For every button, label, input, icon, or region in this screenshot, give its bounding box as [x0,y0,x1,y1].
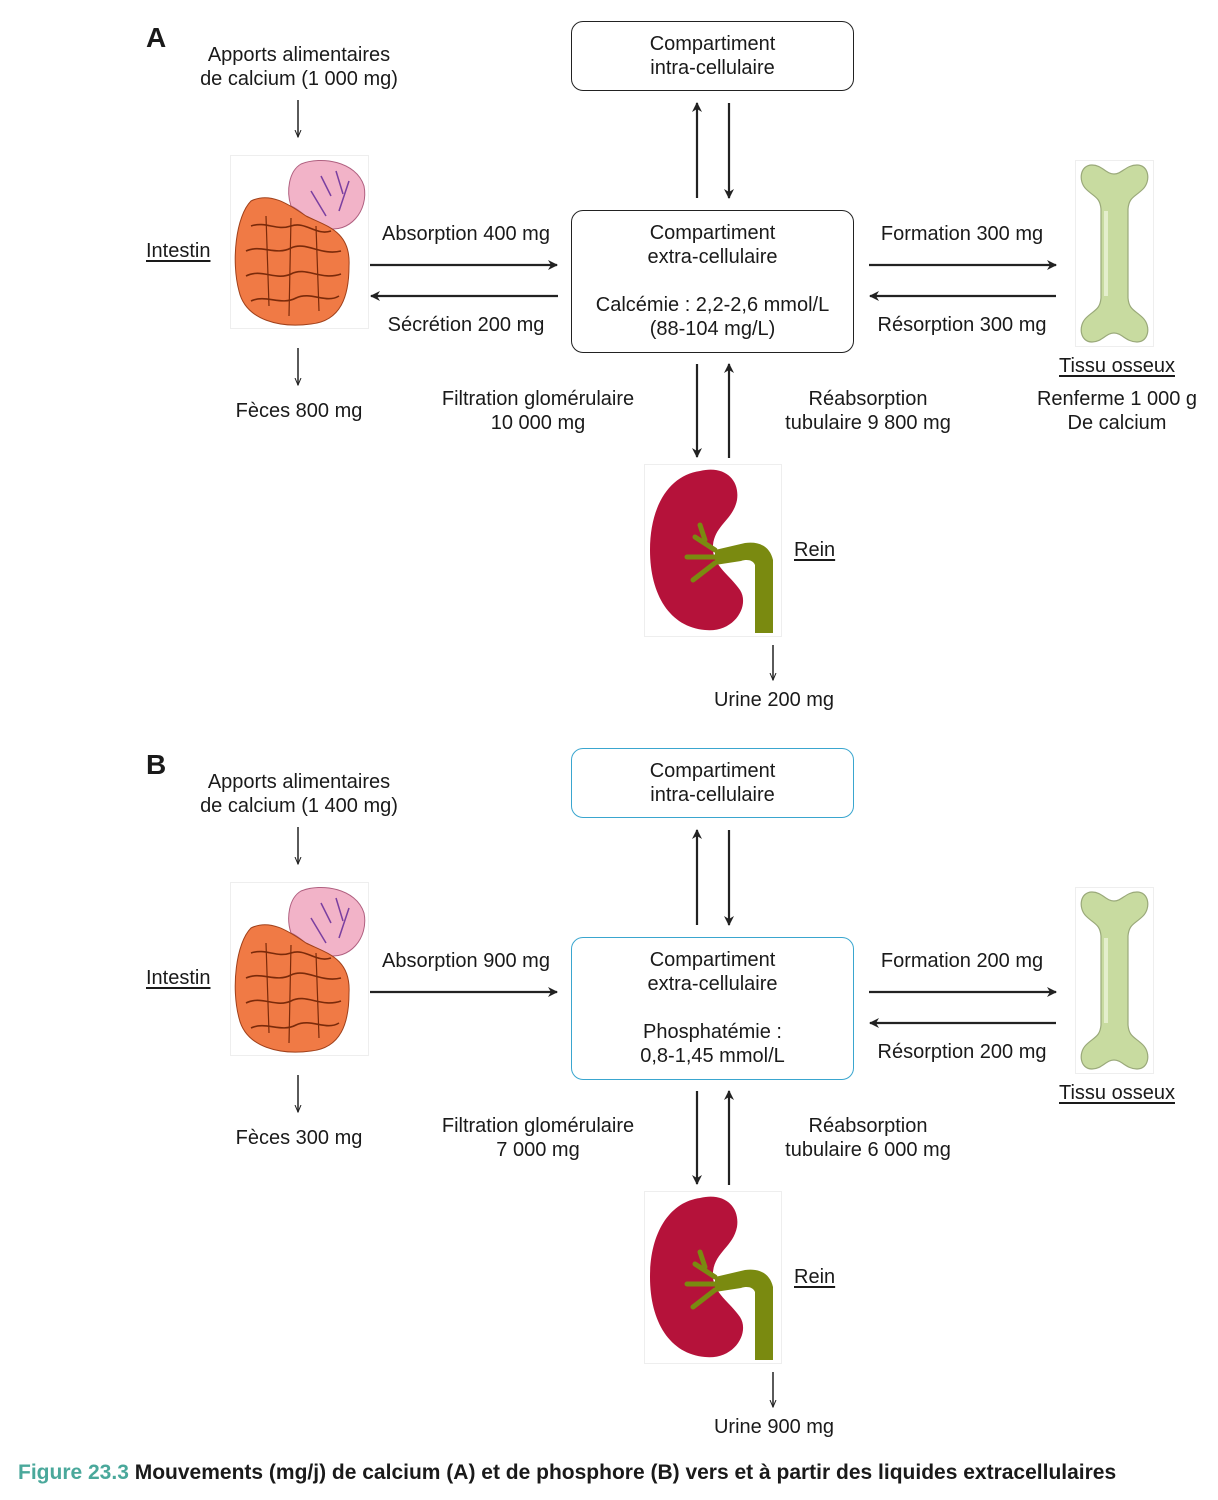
secretion-label: Sécrétion 200 mg [387,314,545,336]
intestine-icon [230,882,369,1056]
caption-figure-number: Figure 23.3 [18,1461,129,1484]
extra-compartment-box: Compartiment extra-cellulaire Calcémie :… [571,210,854,353]
bone-icon [1075,160,1154,347]
kidney-label: Rein [794,1266,836,1288]
bone-icon [1075,887,1154,1074]
extra-compartment-box: Compartiment extra-cellulaire Phosphatém… [571,937,854,1080]
absorption-label: Absorption 400 mg [382,223,550,245]
intra-compartment-box: Compartiment intra-cellulaire [571,21,854,91]
resorption-label: Résorption 300 mg [877,314,1047,336]
kidney-icon [644,1191,782,1364]
kidney-label: Rein [794,539,836,561]
urine-label: Urine 200 mg [713,689,835,711]
urine-label: Urine 900 mg [713,1416,835,1438]
intestine-icon [230,155,369,329]
formation-label: Formation 200 mg [880,950,1044,972]
caption-text: Mouvements (mg/j) de calcium (A) et de p… [128,1461,1117,1484]
feces-label: Fèces 800 mg [235,400,363,422]
intestine-label: Intestin [146,967,211,989]
kidney-icon [644,464,782,637]
feces-label: Fèces 300 mg [235,1127,363,1149]
panel-letter: A [146,22,167,53]
bone-label: Tissu osseux [1059,355,1175,377]
absorption-label: Absorption 900 mg [382,950,550,972]
panel-letter: B [146,749,167,780]
intestine-label: Intestin [146,240,211,262]
bone-label: Tissu osseux [1059,1082,1175,1104]
resorption-label: Résorption 200 mg [877,1041,1047,1063]
figure-caption: Figure 23.3 Mouvements (mg/j) de calcium… [18,1461,1116,1485]
intra-compartment-box: Compartiment intra-cellulaire [571,748,854,818]
formation-label: Formation 300 mg [880,223,1044,245]
arrows-layer [0,827,1057,1454]
arrows-layer [0,100,1057,727]
